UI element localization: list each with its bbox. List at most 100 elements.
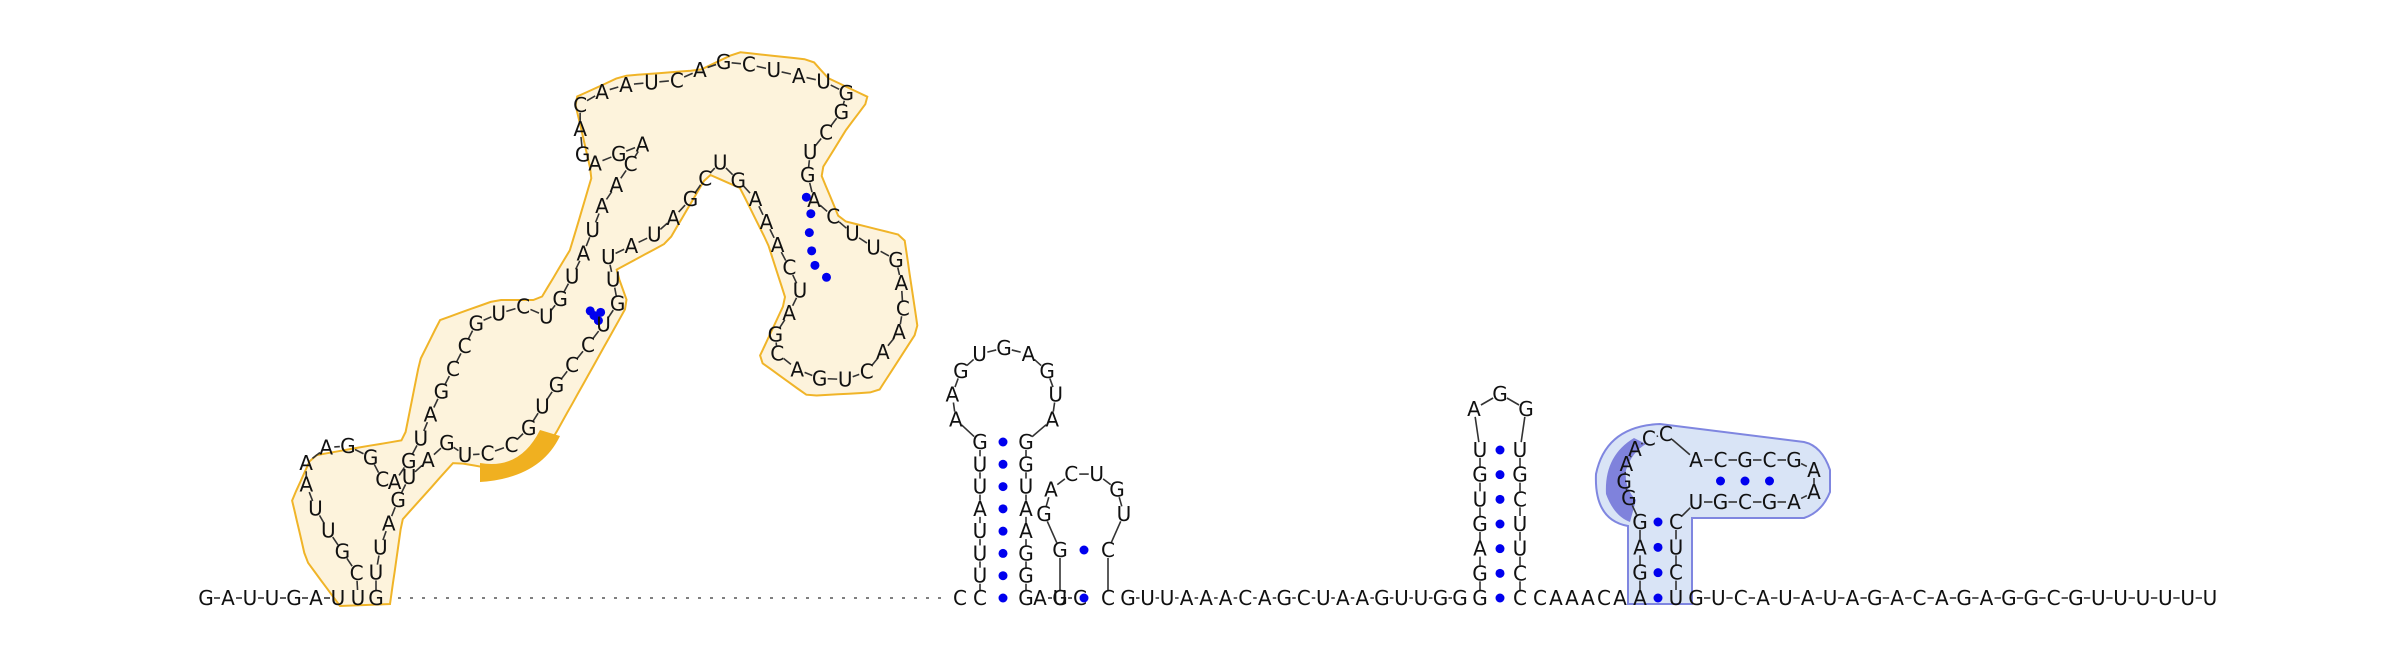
domain-1-nucleotide: G <box>812 366 828 390</box>
domain-2-bond <box>1629 455 1632 458</box>
domain-2-bond <box>1671 438 1691 456</box>
domain-1-bond <box>791 297 798 307</box>
hairpin-2-nucleotide: G <box>1109 477 1125 501</box>
hairpin-2-bond <box>1118 496 1123 507</box>
domain-1-bond <box>530 308 540 314</box>
backbone-linker-d-nucleotide: A <box>1565 586 1579 610</box>
domain-1-bond <box>546 391 553 401</box>
domain-1-nucleotide: A <box>782 301 796 325</box>
base-pairs <box>585 192 1774 603</box>
domain-1-nucleotide: U <box>369 560 384 584</box>
domain-1-bond <box>804 371 813 377</box>
domain-2-nucleotide: A <box>1633 586 1647 610</box>
domain-1-nucleotide: C <box>782 256 796 280</box>
domain-1-nucleotide: A <box>666 206 680 230</box>
domain-1-bond <box>585 236 591 247</box>
domain-1-bond <box>625 146 636 152</box>
backbone-linker-c-nucleotide: C <box>1238 586 1252 610</box>
hairpin-2-nucleotide: A <box>1044 477 1058 501</box>
hairpin-1-pair-dot <box>998 437 1008 447</box>
backbone-linker-c-nucleotide: A <box>1219 586 1233 610</box>
domain-1-bond <box>725 167 734 176</box>
domain-1-bond <box>880 250 890 257</box>
domain-1-nucleotide: G <box>468 311 484 335</box>
backbone-5prime-nucleotide: U <box>243 586 258 610</box>
hairpin-2-bond <box>1045 496 1050 507</box>
hairpin-1-nucleotide: G <box>972 430 988 454</box>
domain-1-nucleotide: U <box>373 536 388 560</box>
domain-1-nucleotide: G <box>401 449 417 473</box>
domain-1-nucleotide: U <box>539 304 554 328</box>
backbone-3prime-nucleotide: G <box>2068 586 2084 610</box>
domain-1-nucleotide: A <box>619 73 633 97</box>
domain-1-bond <box>609 264 613 273</box>
hairpin-2-nucleotide: C <box>1101 586 1115 610</box>
hairpin-1-pair-dot <box>998 593 1008 603</box>
backbone-3prime-nucleotide: G <box>2023 586 2039 610</box>
domain-1-bond <box>743 185 751 194</box>
backbone-linker-c-nucleotide: A <box>1258 586 1272 610</box>
domain-1-nucleotide: C <box>742 52 756 76</box>
backbone-linker-b-nucleotide: G <box>1052 586 1068 610</box>
domain-2-nucleotide: A <box>1787 490 1801 514</box>
hairpin-3-nucleotide: U <box>1513 537 1528 561</box>
domain-1-bond <box>899 316 903 325</box>
domain-1-nucleotide: U <box>845 221 860 245</box>
domain-1-bond <box>683 72 694 78</box>
backbone-linker-c-nucleotide: A <box>1356 586 1370 610</box>
hairpin-2-nucleotide: G <box>1036 502 1052 526</box>
domain-1-bond <box>311 451 321 459</box>
domain-1-bond <box>433 398 439 408</box>
domain-1-nucleotide: G <box>575 142 591 166</box>
domain-1-nucleotide: U <box>308 496 323 520</box>
backbone-5prime-nucleotide: A <box>221 586 235 610</box>
domain-1-bond <box>694 184 702 194</box>
domain-2-stem-pair-dot <box>1653 542 1663 552</box>
domain-1-bond <box>605 191 613 200</box>
hairpin-2-bond <box>1056 478 1066 486</box>
hairpin-3-nucleotide: U <box>1473 438 1488 462</box>
hairpin-1-nucleotide: A <box>1045 407 1059 431</box>
hairpin-3-pair-dot <box>1495 544 1505 554</box>
domain-1-nucleotide: U <box>766 58 781 82</box>
domain-1-bond <box>620 169 627 179</box>
hairpin-2-pair-dot <box>1079 593 1089 603</box>
domain-2-nucleotide: G <box>1621 486 1637 510</box>
backbone-5prime-nucleotide: U <box>331 586 346 610</box>
backbone-linker-c-nucleotide: G <box>1120 586 1136 610</box>
domain-1-bond <box>433 447 442 456</box>
domain-1-bond <box>308 491 314 502</box>
backbone-linker-c-nucleotide: C <box>1297 586 1311 610</box>
hairpin-1-bond <box>1011 349 1021 353</box>
domain-1-outline <box>291 51 919 608</box>
domain-1-bond <box>781 71 792 75</box>
domain-1-nucleotide: C <box>565 353 579 377</box>
backbone-3prime-nucleotide: U <box>1823 586 1838 610</box>
domain-1-nucleotide: U <box>601 245 616 269</box>
domain-1-bond <box>382 530 387 541</box>
hairpin-2-bond <box>1110 520 1122 544</box>
hairpin-3-nucleotide: C <box>1513 586 1527 610</box>
domain-2-bond <box>1800 462 1808 468</box>
domain-1-nucleotide: A <box>625 234 639 258</box>
hairpin-3-nucleotide: G <box>1472 512 1488 536</box>
domain-1-bond <box>332 536 339 546</box>
domain-1-bond <box>707 63 717 69</box>
domain-1-bond <box>455 352 462 363</box>
domain-1-nucleotide: A <box>382 512 396 536</box>
hairpin-3-pair-dot <box>1495 519 1505 529</box>
domain-2-stem-pair-dot <box>1653 517 1663 527</box>
domain-2-arm-pair-dot <box>1716 476 1725 486</box>
domain-1-nucleotide: C <box>670 68 684 92</box>
hairpin-1-nucleotide: G <box>1018 452 1034 476</box>
domain-1-bond <box>871 357 879 367</box>
domain-1-nucleotide: C <box>581 333 595 357</box>
domain-1-bond <box>483 316 492 322</box>
domain-1-nucleotide: A <box>792 64 806 88</box>
hairpin-1-bond <box>1031 424 1047 438</box>
backbone-linker-b-nucleotide: C <box>1073 586 1087 610</box>
hairpin-1-pair-dot <box>998 571 1008 581</box>
domain-1-bond <box>376 555 380 565</box>
domain-1-bond <box>758 205 764 216</box>
